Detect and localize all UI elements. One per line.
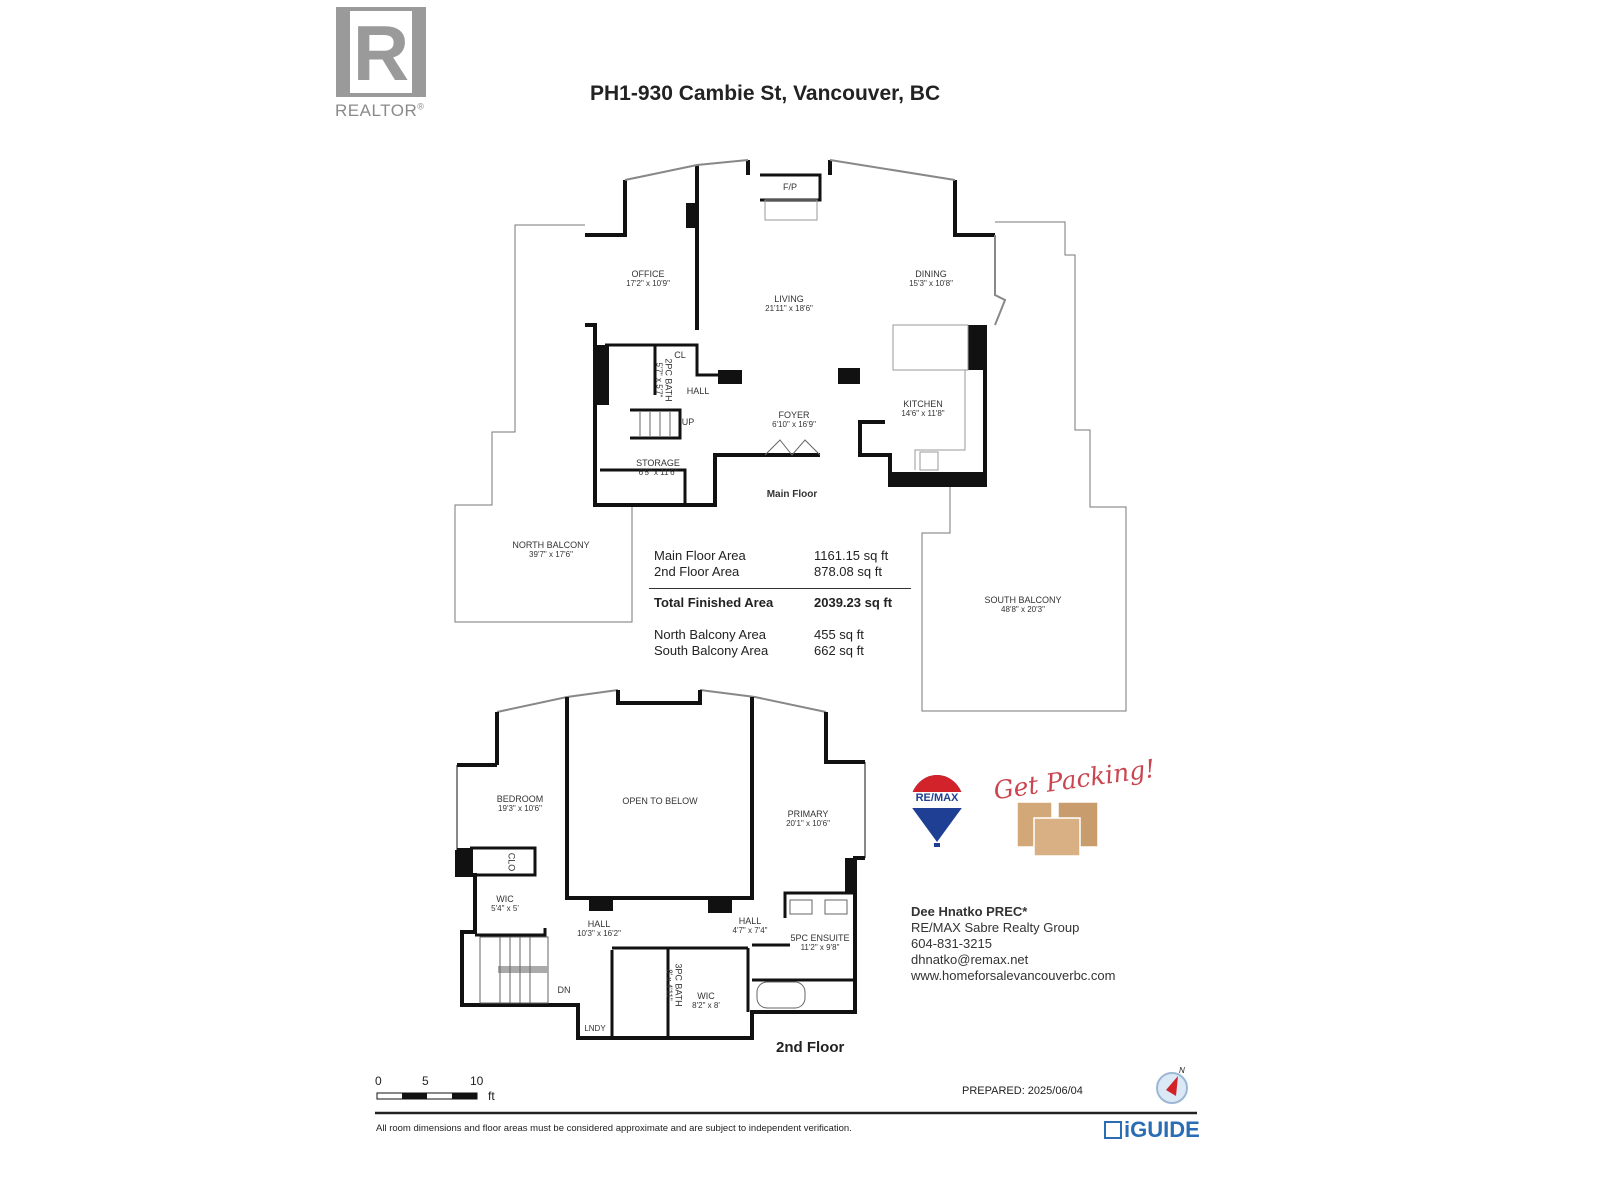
tag-up: UP <box>681 417 695 427</box>
kitchen-counter <box>764 199 969 471</box>
main-floor-walls <box>585 160 995 507</box>
disclaimer: All room dimensions and floor areas must… <box>376 1123 852 1134</box>
balconies <box>454 221 1127 712</box>
agent-name: Dee Hnatko PREC* <box>911 904 1028 919</box>
realtor-logo-text: REALTOR® <box>335 101 425 120</box>
realtor-logo: R <box>336 7 426 97</box>
tag-clo: CLO <box>506 852 517 872</box>
page-title: PH1-930 Cambie St, Vancouver, BC <box>590 82 941 105</box>
scale-tick-0: 0 <box>375 1074 382 1088</box>
second-stairs <box>479 899 848 1009</box>
tag-fireplace: F/P <box>782 182 798 192</box>
agent-contact: Dee Hnatko PREC* RE/MAX Sabre Realty Gro… <box>911 904 1115 984</box>
agent-email[interactable]: dhnatko@remax.net <box>911 952 1029 967</box>
tag-hall: HALL <box>686 386 710 396</box>
scale-bar <box>376 1092 478 1100</box>
scale-tick-10: 10 <box>470 1074 484 1088</box>
second-floor-blocks <box>457 848 857 913</box>
scale-unit: ft <box>488 1089 495 1103</box>
second-floor-walls <box>455 690 865 1040</box>
wall-blocks <box>595 203 985 485</box>
compass-icon <box>1156 1072 1188 1104</box>
agent-company: RE/MAX Sabre Realty Group <box>911 920 1080 935</box>
tag-lndy: LNDY <box>584 1024 606 1033</box>
agent-website[interactable]: www.homeforsalevancouverbc.com <box>911 968 1116 983</box>
prepared-date: PREPARED: 2025/06/04 <box>962 1085 1083 1097</box>
iguide-logo: iGUIDE <box>1104 1117 1200 1143</box>
south-balcony-outline <box>921 221 1127 712</box>
packing-boxes-image <box>1016 801 1099 857</box>
agent-phone: 604-831-3215 <box>911 936 992 951</box>
main-floor-label: Main Floor <box>766 489 818 500</box>
windows <box>456 159 1007 858</box>
second-floor-label: 2nd Floor <box>776 1039 845 1056</box>
remax-balloon-logo <box>910 775 964 847</box>
room-open-to-below: OPEN TO BELOW <box>622 796 698 806</box>
north-balcony-outline <box>454 224 633 623</box>
scale-tick-5: 5 <box>422 1074 429 1088</box>
main-stairs <box>639 412 821 456</box>
iguide-icon <box>1104 1121 1122 1139</box>
compass-north-label: N <box>1179 1066 1185 1075</box>
tag-dn: DN <box>557 985 571 995</box>
remax-logo-text: RE/MAX <box>915 792 959 804</box>
realtor-logo-letter: R <box>350 11 412 95</box>
tag-closet: CL <box>674 350 686 360</box>
